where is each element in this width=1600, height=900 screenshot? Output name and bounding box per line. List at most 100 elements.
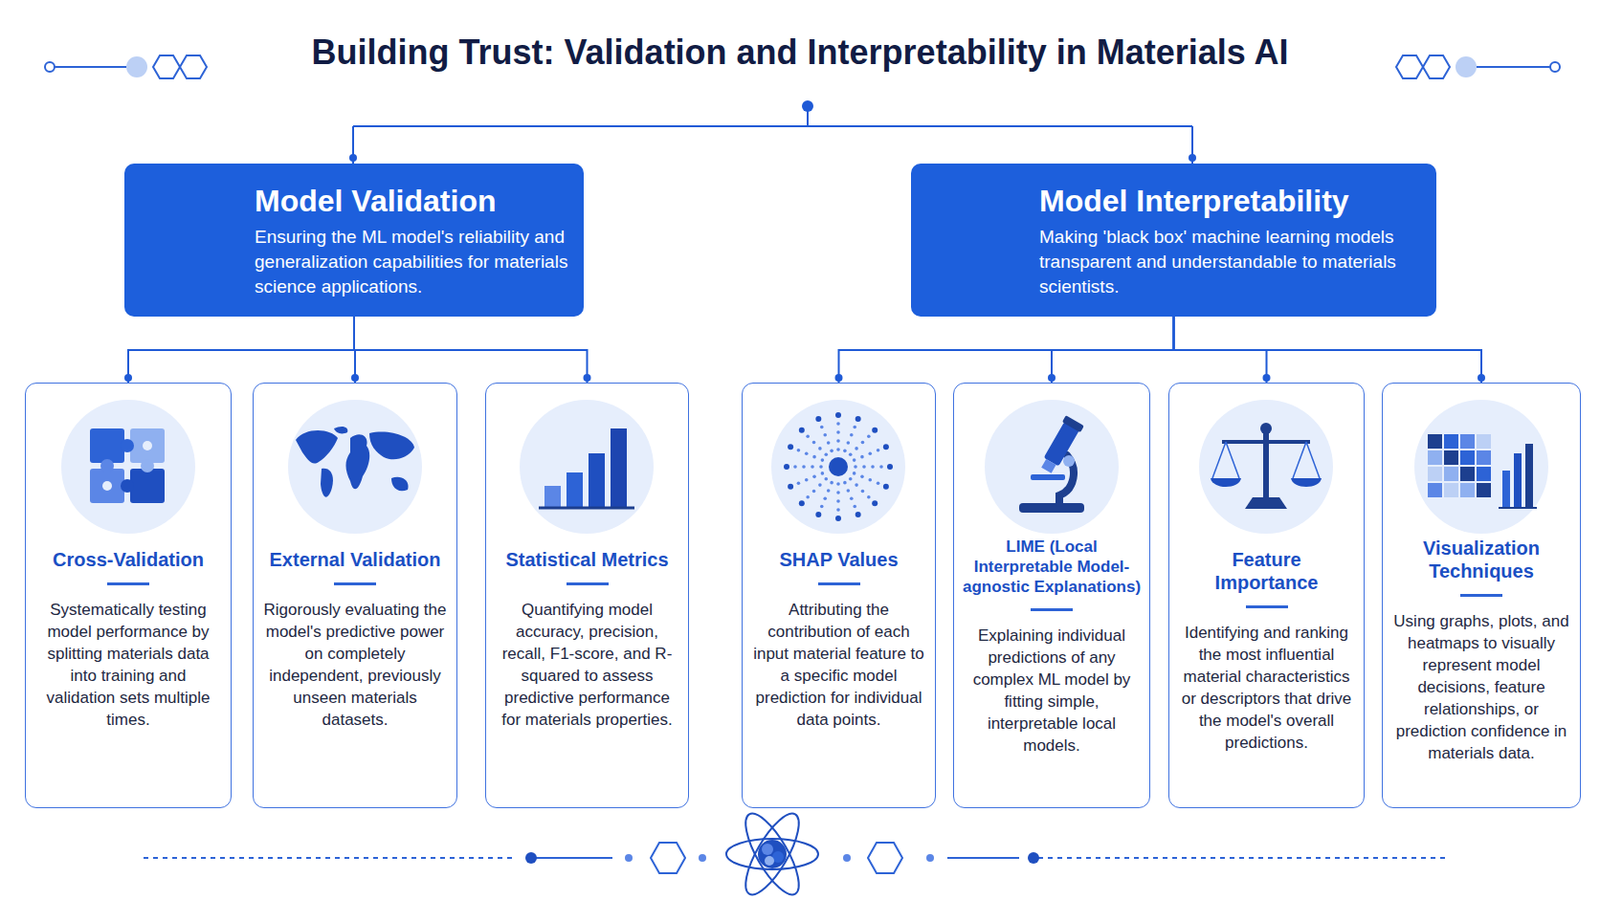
junction-dot: [1263, 374, 1271, 382]
heatmap-cell: [1427, 466, 1443, 482]
burst-dot: [818, 483, 823, 488]
burst-dot: [812, 455, 817, 460]
burst-dot: [871, 500, 878, 507]
burst-dot: [797, 481, 801, 486]
category-box: Model ValidationEnsuring the ML model's …: [124, 163, 584, 317]
burst-dot: [810, 465, 815, 469]
method-card: Visualization TechniquesUsing graphs, pl…: [1381, 382, 1581, 809]
burst-dot: [855, 416, 862, 423]
burst-dot: [870, 465, 875, 469]
burst-dot: [843, 449, 847, 454]
heading-underline: [1460, 594, 1503, 598]
burst-dot: [836, 422, 841, 426]
card-heading: Cross-Validation: [35, 548, 222, 572]
card-description: Systematically testing model performance…: [35, 599, 222, 732]
burst-dot: [793, 465, 798, 469]
burst-dot: [819, 465, 823, 469]
burst-dot: [823, 452, 828, 457]
heatmap-cell: [1444, 434, 1459, 449]
box-description: Making 'black box' machine learning mode…: [1039, 224, 1422, 300]
title-ornament-left: [44, 55, 207, 79]
method-card: External ValidationRigorously evaluating…: [252, 382, 458, 809]
heatmap-cell: [1444, 466, 1459, 482]
tree-connector: [1174, 316, 1483, 383]
card-description: Using graphs, plots, and heatmaps to vis…: [1392, 610, 1571, 765]
burst-dot: [836, 508, 841, 512]
method-card: Cross-ValidationSystematically testing m…: [24, 382, 232, 809]
burst-dot: [799, 500, 805, 507]
heatmap-cell: [1460, 450, 1475, 466]
burst-dot: [799, 427, 805, 434]
burst-dot: [812, 441, 817, 445]
diagram-title: Building Trust: Validation and Interpret…: [0, 32, 1600, 73]
tree-connector: [128, 316, 355, 383]
junction-dot: [124, 374, 133, 382]
title-ornament-right: [1396, 55, 1560, 79]
card-description: Quantifying model accuracy, precision, r…: [495, 599, 679, 732]
burst-dot: [826, 441, 831, 445]
heading-underline: [818, 582, 861, 586]
bar-chart-icon: [538, 428, 635, 509]
burst-dot: [861, 489, 866, 494]
burst-dot: [862, 465, 867, 469]
burst-dot: [852, 458, 857, 463]
burst-dot: [804, 451, 809, 456]
burst-dot: [836, 447, 841, 452]
heading-underline: [333, 582, 377, 586]
card-heading: LIME (Local Interpretable Model-agnostic…: [961, 536, 1142, 598]
junction-dot: [1047, 374, 1056, 382]
card-heading: External Validation: [263, 548, 447, 572]
junction-dot: [835, 374, 844, 382]
burst-dot: [852, 471, 857, 476]
burst-dot: [849, 496, 854, 501]
puzzle-icon: [89, 428, 165, 504]
burst-dot: [783, 464, 790, 470]
method-card: Statistical MetricsQuantifying model acc…: [485, 382, 689, 809]
card-heading: SHAP Values: [752, 548, 926, 572]
icon-backgrounds: [61, 400, 1549, 534]
burst-dot: [805, 495, 810, 500]
title-tree: [349, 100, 1197, 164]
burst-dot: [854, 446, 859, 451]
burst-dot: [852, 505, 857, 510]
burst-dot: [836, 499, 841, 504]
burst-dot: [826, 488, 831, 493]
heading-underline: [1245, 605, 1289, 609]
card-description: Rigorously evaluating the model's predic…: [263, 599, 447, 732]
burst-dot: [836, 439, 841, 444]
burst-dot: [820, 505, 824, 510]
burst-dot: [846, 441, 851, 445]
tree-connector: [1051, 316, 1175, 383]
burst-dot: [855, 511, 862, 518]
burst-dot: [818, 446, 823, 451]
burst-dot: [871, 427, 878, 434]
heatmap-cell: [1427, 483, 1443, 498]
burst-dot: [887, 464, 893, 470]
burst-dot: [836, 430, 841, 435]
burst-dot: [861, 441, 866, 445]
microscope-icon: [1019, 415, 1085, 513]
heading-underline: [566, 582, 609, 586]
burst-dot: [860, 455, 865, 460]
burst-dot: [812, 475, 817, 480]
junction-dot: [583, 374, 592, 382]
card-heading: Feature Importance: [1178, 548, 1355, 595]
burst-dot: [822, 496, 827, 501]
burst-dot: [804, 478, 809, 483]
burst-dot: [876, 481, 881, 486]
heatmap-chart-icon: [1427, 434, 1537, 509]
burst-dot: [822, 433, 827, 438]
heatmap-cell: [1460, 466, 1475, 482]
burst-dot: [829, 481, 834, 486]
burst-dot: [852, 425, 857, 430]
heatmap-cell: [1460, 483, 1475, 498]
card-description: Attributing the contribution of each inp…: [752, 599, 926, 732]
burst-dot: [866, 434, 871, 439]
burst-dot: [846, 488, 851, 493]
burst-dot: [835, 515, 842, 522]
card-description: Identifying and ranking the most influen…: [1178, 622, 1355, 755]
box-heading: Model Validation: [254, 182, 569, 220]
burst-dot: [883, 444, 889, 450]
burst-dot: [867, 478, 872, 483]
